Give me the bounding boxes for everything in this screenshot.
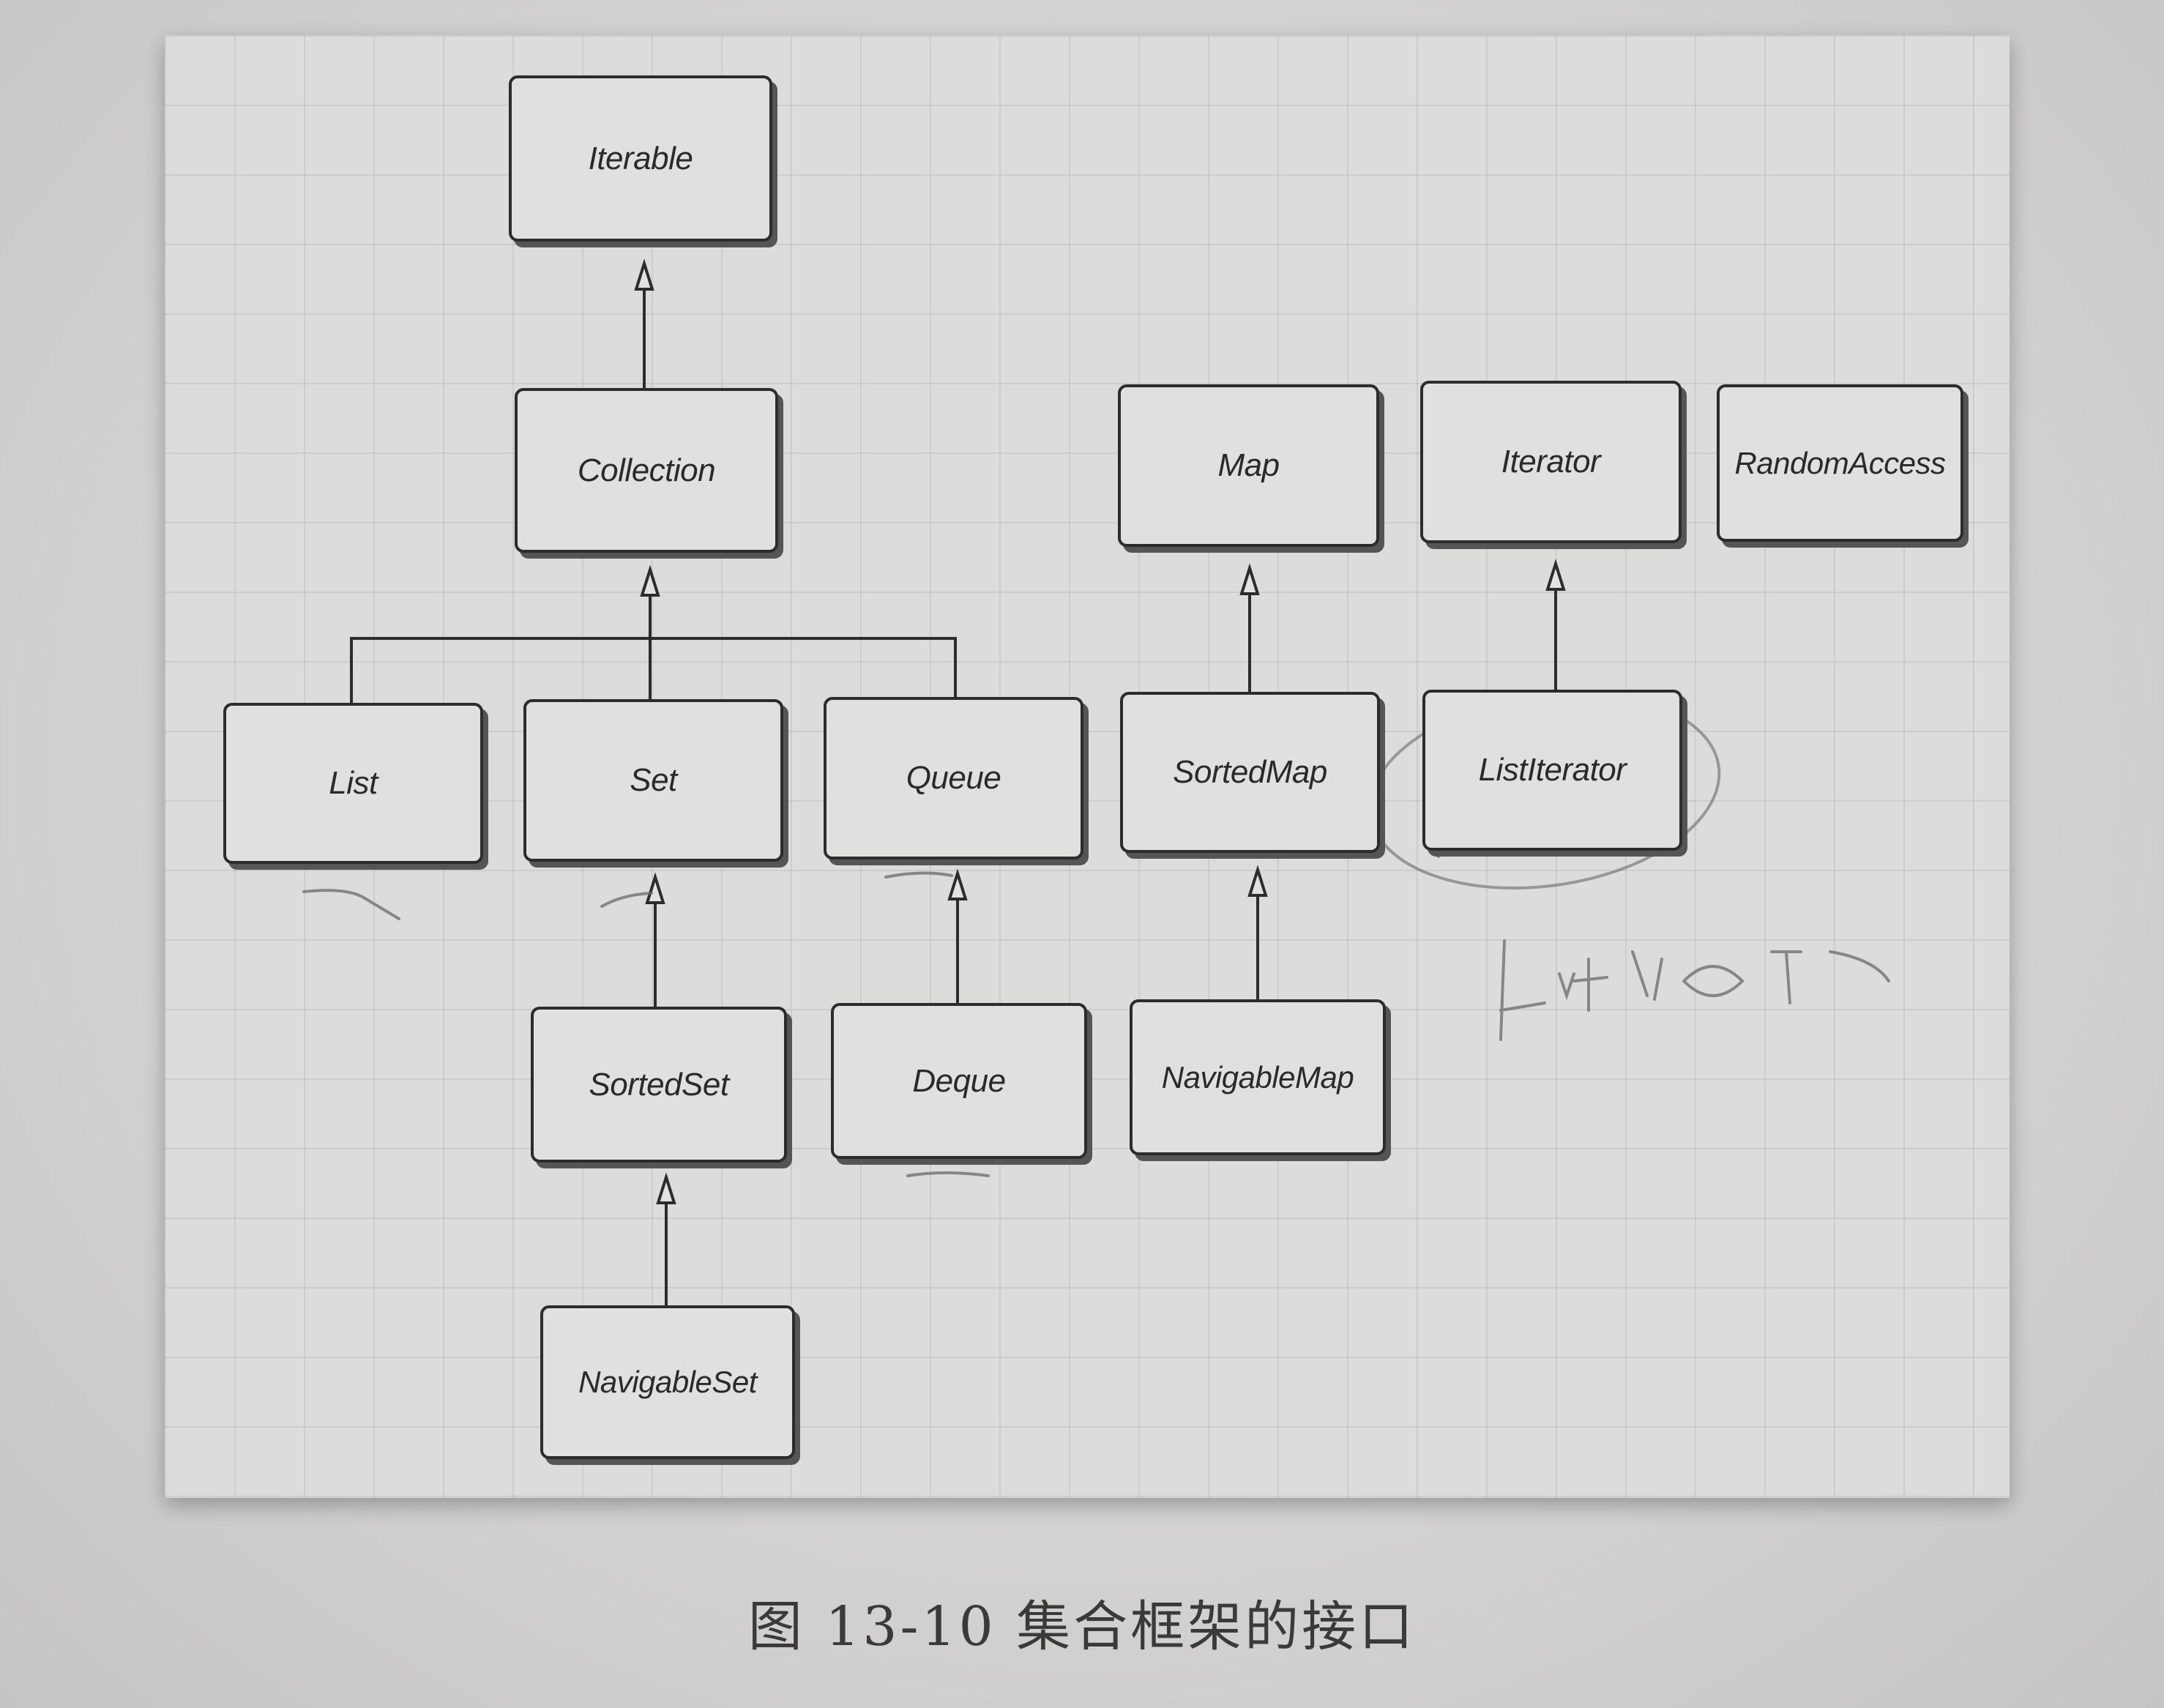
node-label: Queue: [906, 760, 1001, 796]
node-label: SortedSet: [589, 1066, 729, 1103]
pencil-mark-set: [600, 892, 653, 908]
node-deque: Deque: [831, 1003, 1087, 1159]
node-navigable-set: NavigableSet: [540, 1305, 795, 1459]
node-list-iterator: ListIterator: [1422, 690, 1682, 851]
node-label: Collection: [577, 452, 716, 488]
node-label: Iterable: [588, 140, 693, 176]
node-set: Set: [523, 699, 783, 862]
node-label: SortedMap: [1173, 754, 1327, 790]
arrowhead-set: [645, 872, 665, 904]
node-label: NavigableSet: [578, 1365, 757, 1399]
node-label: Deque: [912, 1062, 1006, 1099]
arrowhead-iterator: [1545, 559, 1566, 591]
node-iterable: Iterable: [509, 75, 772, 242]
node-queue: Queue: [824, 697, 1083, 859]
arrowhead-queue: [947, 868, 968, 900]
pencil-mark-list: [302, 889, 400, 920]
diagram-panel: [165, 35, 2010, 1498]
node-label: RandomAccess: [1734, 445, 1946, 480]
node-sorted-map: SortedMap: [1120, 692, 1380, 853]
node-label: NavigableMap: [1161, 1059, 1354, 1094]
node-navigable-map: NavigableMap: [1130, 999, 1386, 1155]
node-label: Set: [630, 762, 677, 798]
pencil-mark-queue: [884, 871, 953, 879]
node-random-access: RandomAccess: [1717, 384, 1963, 542]
arrowhead-map: [1239, 563, 1260, 595]
pencil-scribble: [1499, 939, 1890, 1041]
node-list: List: [223, 703, 483, 864]
node-label: Map: [1217, 447, 1280, 483]
edge-queue-collection: [650, 637, 957, 697]
node-iterator: Iterator: [1420, 381, 1682, 543]
arrowhead-iterable: [634, 258, 654, 291]
arrowhead-sortedmap: [1247, 865, 1268, 897]
node-sorted-set: SortedSet: [531, 1007, 787, 1163]
edge-list-collection: [350, 637, 650, 703]
node-label: List: [329, 765, 378, 801]
arrowhead-sortedset: [656, 1172, 676, 1204]
node-map: Map: [1118, 384, 1379, 547]
pencil-mark-deque: [906, 1171, 990, 1177]
arrowhead-collection: [640, 564, 660, 597]
node-label: ListIterator: [1478, 752, 1627, 788]
node-label: Iterator: [1501, 444, 1601, 480]
node-collection: Collection: [515, 388, 778, 553]
figure-caption: 图 13-10 集合框架的接口: [747, 1595, 1417, 1658]
